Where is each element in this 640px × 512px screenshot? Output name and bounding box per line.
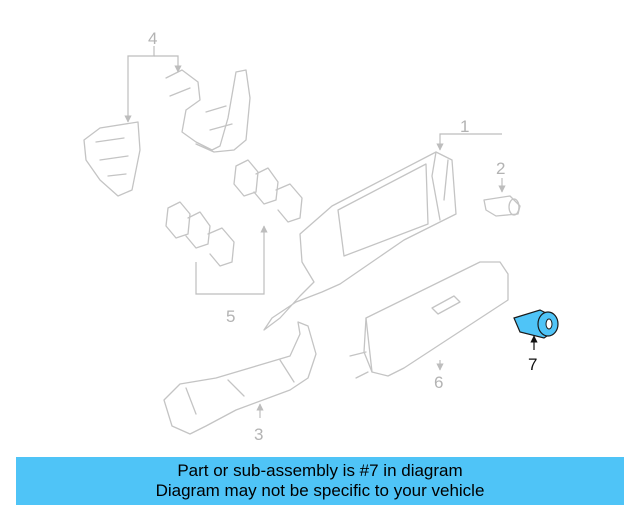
part-4-bracket bbox=[83, 69, 251, 197]
info-banner: Part or sub-assembly is #7 in diagram Di… bbox=[16, 457, 624, 505]
callout-3: 3 bbox=[254, 425, 263, 444]
part-7-lock-cylinder[interactable] bbox=[513, 309, 559, 339]
callout-1: 1 bbox=[460, 117, 469, 136]
callout-4-leader bbox=[124, 46, 182, 123]
part-1-housing bbox=[263, 151, 457, 331]
callout-4: 4 bbox=[148, 29, 157, 48]
callout-7[interactable]: 7 bbox=[528, 355, 537, 374]
callout-2: 2 bbox=[496, 159, 505, 178]
banner-line-1: Part or sub-assembly is #7 in diagram bbox=[177, 461, 463, 480]
callout-5: 5 bbox=[226, 307, 235, 326]
banner-line-2: Diagram may not be specific to your vehi… bbox=[155, 481, 485, 500]
part-3-support bbox=[163, 321, 317, 435]
callout-5-leader bbox=[195, 225, 268, 295]
part-2-bumper bbox=[483, 195, 521, 217]
callout-1-leader bbox=[440, 133, 502, 150]
parts-diagram: 4 5 1 2 6 bbox=[83, 29, 559, 444]
callout-6: 6 bbox=[434, 373, 443, 392]
part-5-clips bbox=[165, 159, 303, 267]
part-6-door bbox=[349, 261, 509, 379]
